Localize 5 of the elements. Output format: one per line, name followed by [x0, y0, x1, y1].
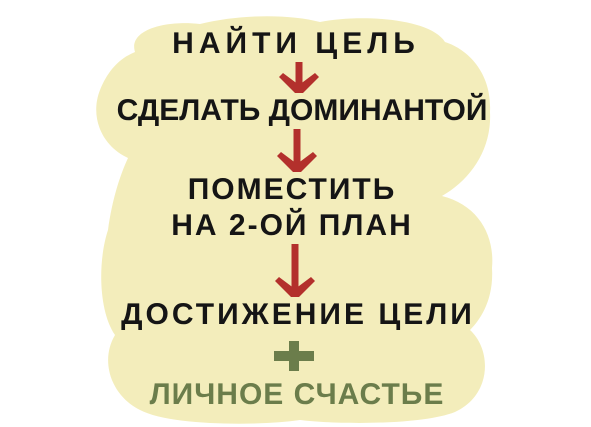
step-text: НАЙТИ ЦЕЛЬ: [172, 26, 420, 62]
step-text: ДОСТИЖЕНИЕ ЦЕЛИ: [121, 297, 475, 333]
step-text: СДЕЛАТЬ ДОМИНАНТОЙ: [116, 93, 488, 129]
step-text: ЛИЧНОЕ СЧАСТЬЕ: [150, 377, 444, 413]
step-text: ПОМЕСТИТЬ НА 2-ОЙ ПЛАН: [167, 172, 417, 244]
